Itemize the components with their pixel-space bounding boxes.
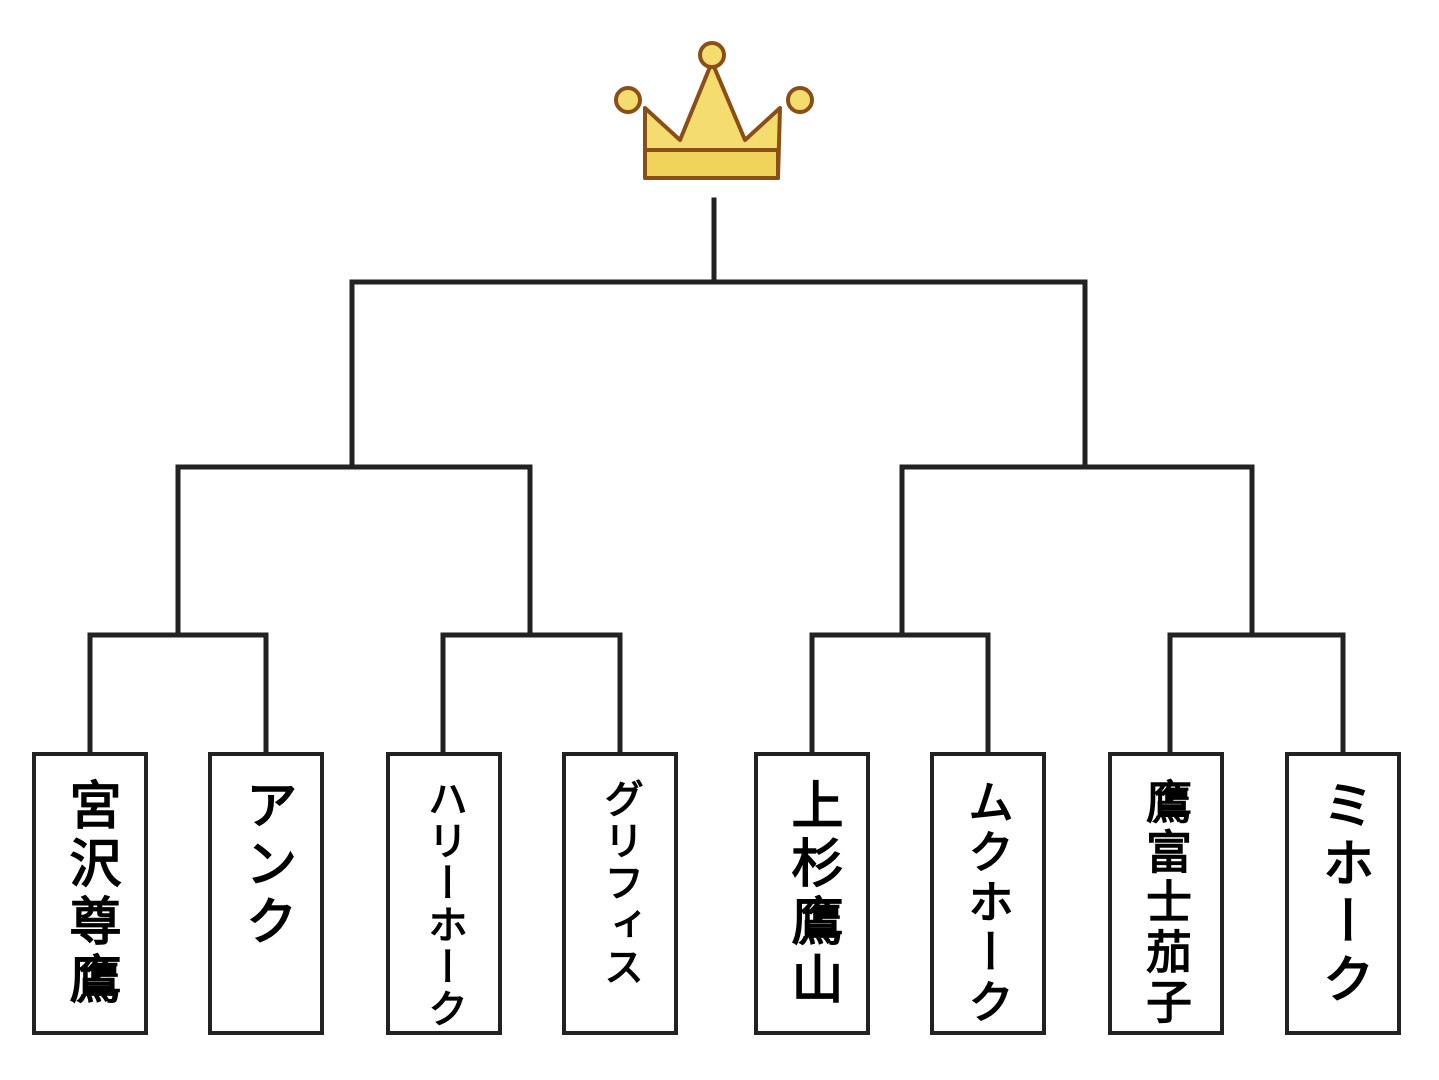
final-connector	[349, 279, 1088, 470]
entrant-box-2: アンク	[208, 752, 324, 1035]
entrant-name-5: 上杉鷹山	[782, 778, 843, 1010]
bracket-lines	[87, 197, 1346, 755]
entrant-name-6: ムクホーク	[961, 778, 1015, 1028]
entrant-name-2: アンク	[236, 778, 297, 952]
round1-connector-1	[87, 632, 269, 755]
round2-connector-2	[899, 464, 1255, 638]
round1-connector-2	[440, 632, 623, 755]
entrant-name-7: 鷹富士茄子	[1139, 778, 1193, 1028]
entrant-box-3: ハリーホーク	[386, 752, 502, 1035]
entrant-box-7: 鷹富士茄子	[1108, 752, 1224, 1035]
entrant-name-3: ハリーホーク	[421, 778, 468, 1030]
round2-connector-1	[175, 464, 533, 638]
crown-icon	[614, 41, 814, 180]
entrant-box-5: 上杉鷹山	[754, 752, 870, 1035]
entrant-box-6: ムクホーク	[930, 752, 1046, 1035]
entrant-box-4: グリフィス	[562, 752, 678, 1035]
round1-connector-3	[809, 632, 991, 755]
entrant-name-8: ミホーク	[1313, 778, 1374, 1010]
entrant-name-1: 宮沢尊鷹	[60, 778, 121, 1010]
entrant-box-1: 宮沢尊鷹	[32, 752, 148, 1035]
entrant-name-4: グリフィス	[597, 778, 644, 988]
round1-connector-4	[1167, 632, 1346, 755]
entrant-box-8: ミホーク	[1285, 752, 1401, 1035]
